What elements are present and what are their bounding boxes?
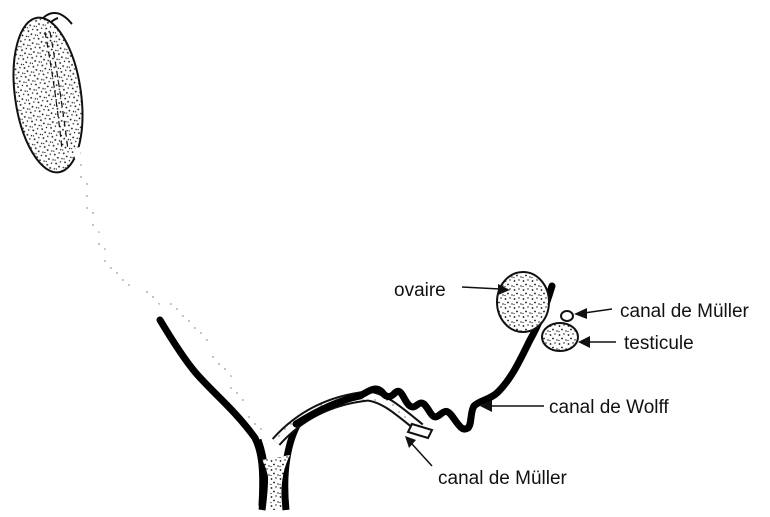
labels: ovaire canal de Müller testicule canal d… (394, 280, 750, 489)
arrow-testicule-head (578, 336, 590, 348)
ovary (497, 272, 549, 332)
right-structure (497, 272, 578, 351)
label-testicule: testicule (624, 333, 694, 354)
muller-duct-end (408, 424, 432, 438)
left-muller-duct-lumen (76, 148, 266, 444)
testicle (542, 323, 578, 351)
arrow-muller-top-head (574, 308, 587, 319)
label-canal-muller-bottom: canal de Müller (438, 468, 568, 489)
arrow-ovaire-line (462, 287, 500, 289)
left-structure (4, 13, 266, 505)
arrow-muller-bottom-line (412, 444, 432, 466)
small-muller-duct (561, 311, 573, 321)
label-canal-muller-top: canal de Müller (620, 301, 750, 322)
label-ovaire: ovaire (394, 280, 446, 301)
arrow-muller-top-line (584, 309, 612, 313)
label-canal-wolff: canal de Wolff (549, 397, 669, 418)
